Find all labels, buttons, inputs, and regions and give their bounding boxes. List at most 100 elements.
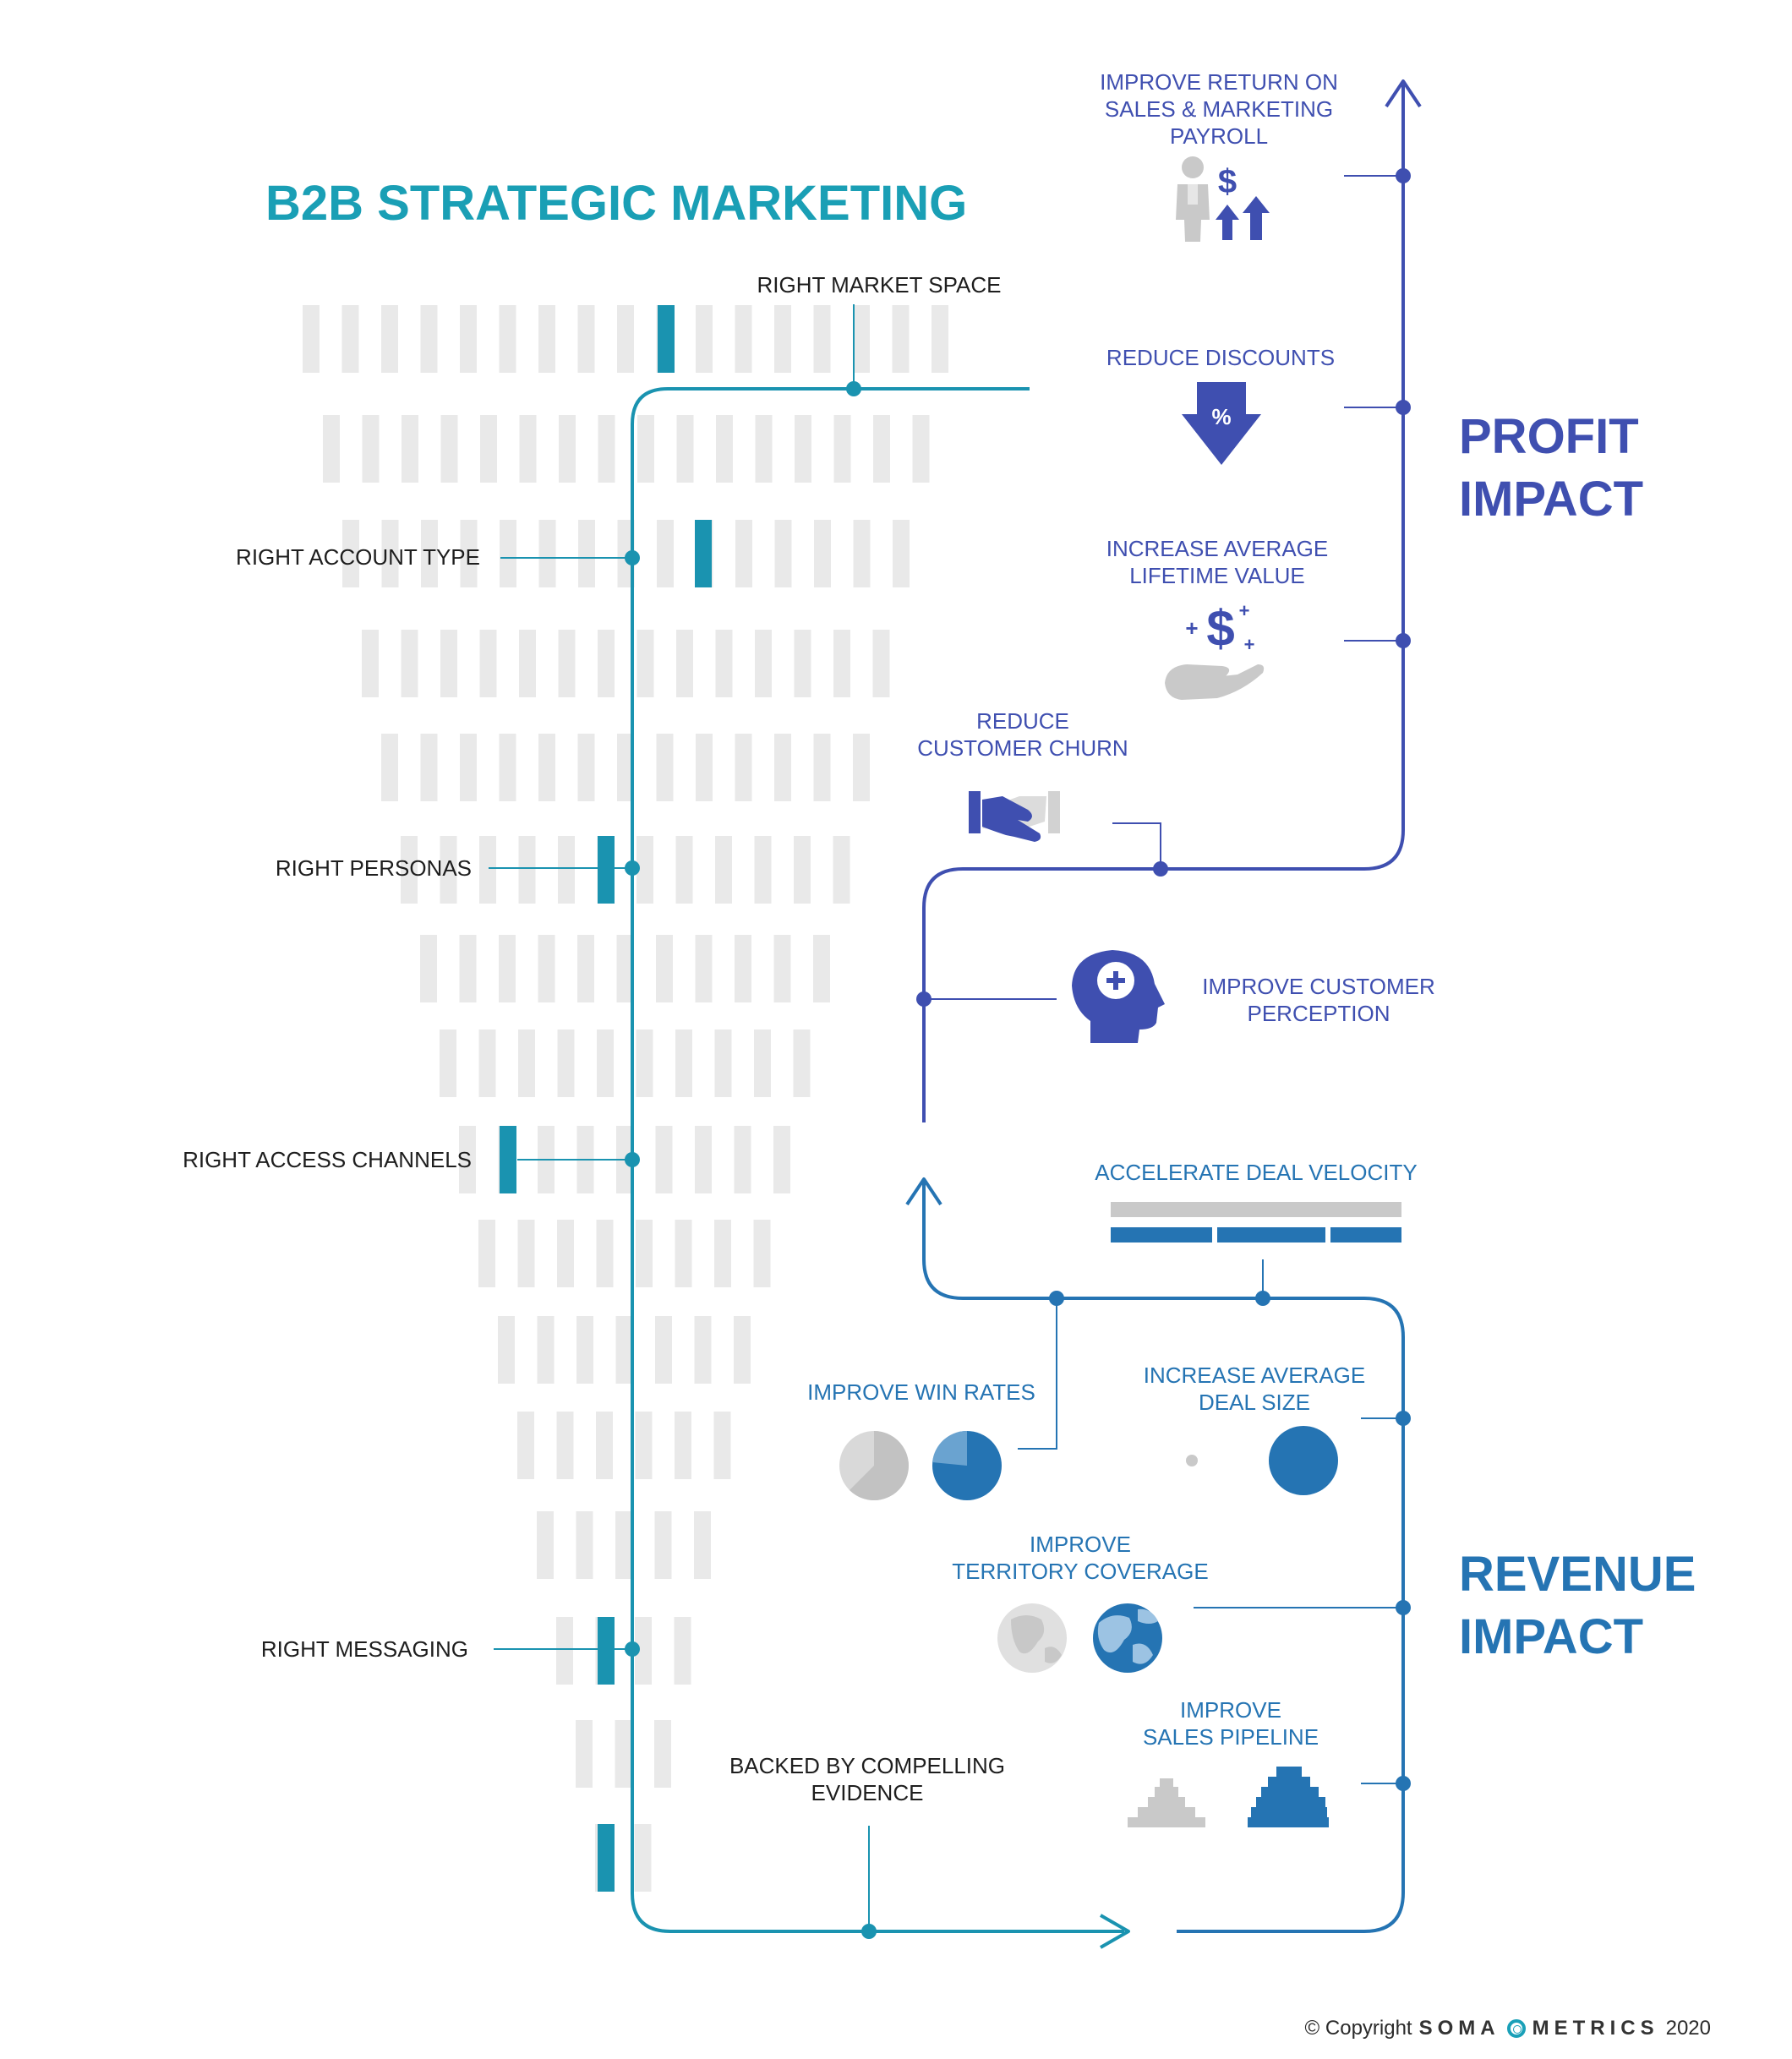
grey-bar xyxy=(499,935,516,1002)
node-territory xyxy=(1396,1600,1411,1615)
grey-bar xyxy=(696,305,713,373)
grey-bar xyxy=(714,1220,731,1287)
grey-bar xyxy=(636,1030,653,1097)
grey-bar xyxy=(853,305,870,373)
grey-bar xyxy=(460,305,477,373)
grey-bar xyxy=(538,520,556,587)
grey-bar xyxy=(576,1511,593,1579)
grey-bar xyxy=(654,1720,671,1788)
grey-bar xyxy=(636,836,653,904)
grey-bar xyxy=(615,1511,632,1579)
label-pipeline-2: SALES PIPELINE xyxy=(1143,1724,1319,1750)
grey-bar xyxy=(576,1316,593,1384)
grey-bar xyxy=(654,1511,672,1579)
grey-bar xyxy=(401,836,418,904)
grey-bar xyxy=(460,734,477,801)
grey-bar xyxy=(676,415,694,483)
grey-bar xyxy=(558,836,575,904)
label-messaging: RIGHT MESSAGING xyxy=(261,1636,468,1662)
revenue-labels: ACCELERATE DEAL VELOCITY IMPROVE WIN RAT… xyxy=(807,1160,1418,1750)
node-return-payroll xyxy=(1396,168,1411,183)
strategy-path xyxy=(489,304,1130,1949)
node-customer-churn xyxy=(1153,861,1168,877)
grey-bar xyxy=(440,836,457,904)
grey-bar xyxy=(694,1511,711,1579)
grey-bar xyxy=(657,520,674,587)
highlight-bar-messaging xyxy=(598,1617,615,1685)
grey-bar xyxy=(577,935,594,1002)
left-labels: RIGHT MARKET SPACE RIGHT ACCOUNT TYPE RI… xyxy=(183,272,1005,1805)
brand-logo-icon xyxy=(1506,2019,1526,2038)
highlight-bar-personas xyxy=(598,836,615,904)
grey-bar xyxy=(498,1316,515,1384)
grey-bar xyxy=(323,415,340,483)
grey-bar xyxy=(538,935,555,1002)
grey-bar xyxy=(833,415,851,483)
revenue-heading-line-2: IMPACT xyxy=(1459,1609,1643,1664)
grey-bar xyxy=(734,1126,751,1193)
grey-bar xyxy=(695,935,713,1002)
brand-name-left: SOMA xyxy=(1418,2017,1500,2040)
grey-bar xyxy=(537,1316,555,1384)
node-deal-velocity xyxy=(1255,1291,1270,1306)
node-win-rates xyxy=(1049,1291,1064,1306)
label-evidence-1: BACKED BY COMPELLING xyxy=(729,1753,1005,1778)
label-customer-perception-1: IMPROVE CUSTOMER xyxy=(1202,974,1434,999)
grey-bar xyxy=(773,935,791,1002)
profit-heading-line-1: PROFIT xyxy=(1459,409,1639,464)
grey-bar xyxy=(576,1720,593,1788)
grey-bar xyxy=(597,1030,614,1097)
grey-bar xyxy=(636,1220,653,1287)
grey-bar xyxy=(440,630,457,697)
market-bar-field xyxy=(303,305,948,1892)
grey-bar xyxy=(499,305,516,373)
node-personas xyxy=(625,860,640,876)
grey-bar xyxy=(735,520,752,587)
grey-bar xyxy=(675,1030,692,1097)
grey-bar xyxy=(774,305,791,373)
profit-path-nodes xyxy=(916,168,1411,1007)
grey-bar xyxy=(517,1220,535,1287)
grey-bar xyxy=(460,520,478,587)
grey-bar xyxy=(735,734,752,801)
grey-bar xyxy=(676,630,693,697)
label-lifetime-value-2: LIFETIME VALUE xyxy=(1129,563,1305,588)
grey-bar xyxy=(714,1030,732,1097)
grey-bar xyxy=(912,415,930,483)
revenue-heading: REVENUE IMPACT xyxy=(1459,1547,1696,1664)
grey-bar xyxy=(833,630,850,697)
grey-bar xyxy=(479,630,497,697)
grey-bar xyxy=(813,305,831,373)
person-dollar-arrows-icon: $ xyxy=(1176,156,1270,242)
grey-bar xyxy=(774,520,792,587)
grey-bar xyxy=(755,630,772,697)
grey-bar xyxy=(556,1412,574,1479)
grey-bar xyxy=(519,630,536,697)
grey-bar xyxy=(402,415,418,483)
profit-heading: PROFIT IMPACT xyxy=(1459,409,1643,527)
grey-bar xyxy=(342,520,359,587)
grey-bar xyxy=(538,305,555,373)
revenue-path xyxy=(905,1177,1405,1933)
copyright-text: © Copyright xyxy=(1304,2017,1412,2040)
grey-bar xyxy=(675,1220,692,1287)
label-return-payroll-2: SALES & MARKETING xyxy=(1105,96,1333,122)
grey-bar xyxy=(793,1030,811,1097)
page-title: B2B STRATEGIC MARKETING xyxy=(265,176,967,231)
pie-chart-icon xyxy=(839,1430,1002,1500)
grey-bar xyxy=(872,630,890,697)
grey-bar xyxy=(578,520,595,587)
grey-bar xyxy=(715,630,733,697)
grey-bar xyxy=(833,836,850,904)
grey-bar xyxy=(694,1316,712,1384)
label-territory-1: IMPROVE xyxy=(1030,1532,1131,1557)
svg-text:+: + xyxy=(1185,615,1198,641)
grey-bar xyxy=(556,1617,573,1685)
grey-bar xyxy=(420,734,438,801)
grey-bar xyxy=(794,630,811,697)
grey-bar xyxy=(795,415,811,483)
grey-bar xyxy=(617,520,635,587)
grey-bar xyxy=(480,415,497,483)
node-market-space xyxy=(846,381,861,396)
copyright-footer: © Copyright SOMA METRICS 2020 xyxy=(1305,2017,1711,2040)
